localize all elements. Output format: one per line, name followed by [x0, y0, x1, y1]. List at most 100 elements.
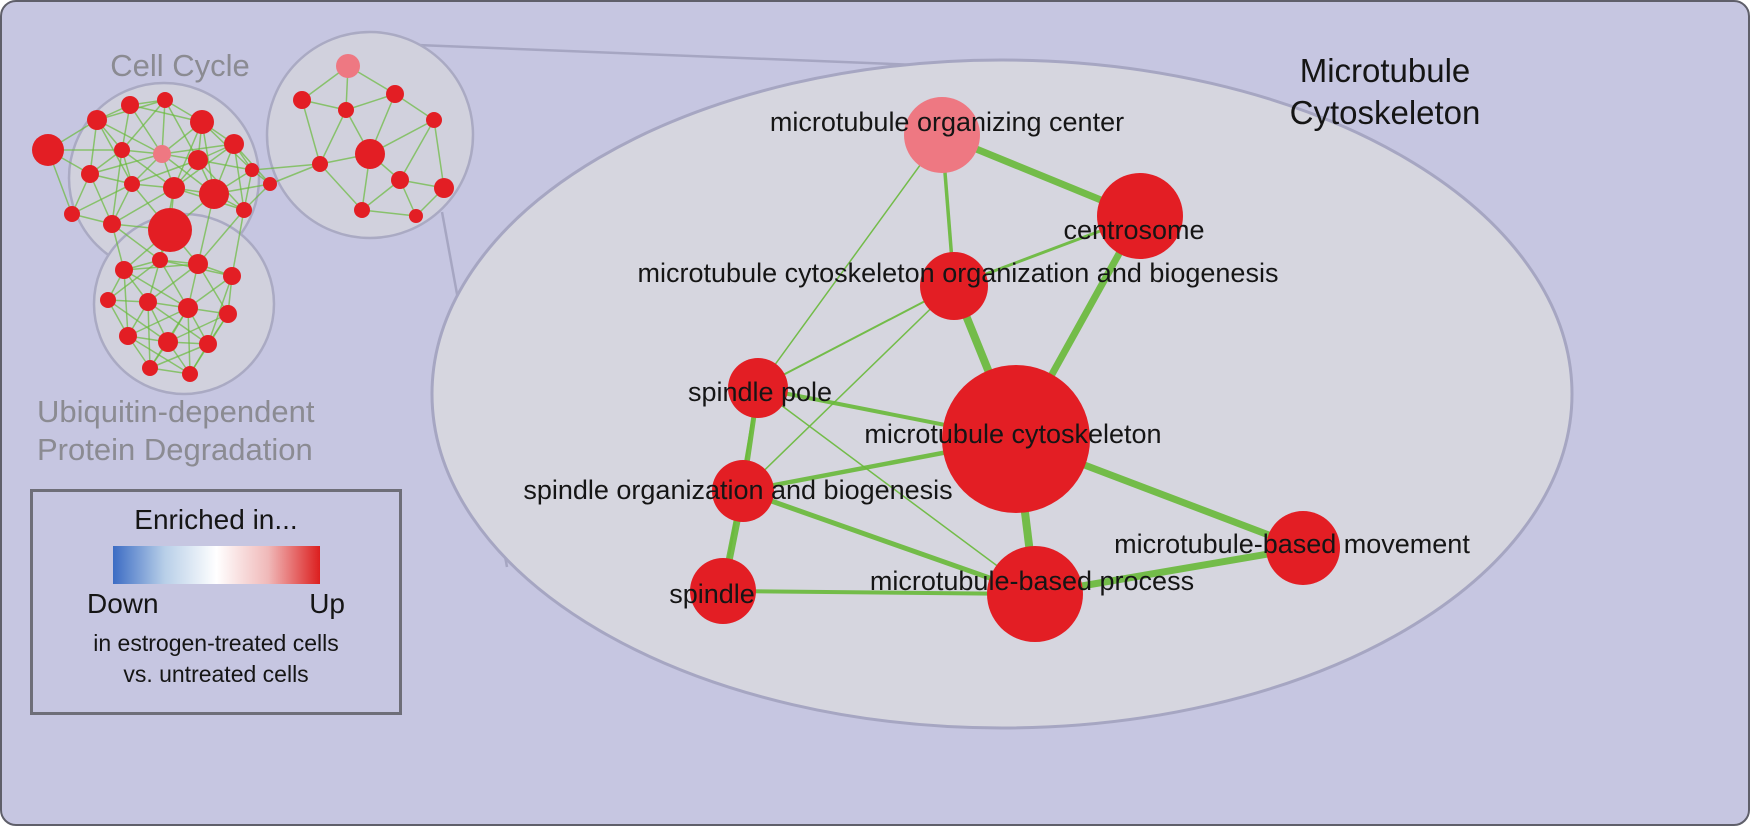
overview-edge: [361, 209, 417, 217]
overview-node: [148, 208, 192, 252]
overview-node: [163, 177, 185, 199]
network-edge-spindle-proc: [722, 589, 1036, 596]
overview-node: [199, 335, 217, 353]
network-edge-org-pole: [757, 285, 955, 389]
zoom-title-line1: Microtubule: [1300, 52, 1471, 89]
overview-node: [199, 179, 229, 209]
overview-node: [391, 171, 409, 189]
network-node-label-moc: microtubule organizing center: [770, 107, 1124, 137]
network-node-org: [920, 252, 988, 320]
overview-node: [158, 332, 178, 352]
overview-node: [224, 134, 244, 154]
overview-edge: [399, 119, 435, 181]
overview-edge: [129, 104, 203, 123]
cluster-label-ubiquitin-line2: Protein Degradation: [37, 432, 313, 467]
overview-edge: [301, 99, 321, 165]
overview-node: [434, 178, 454, 198]
network-node-sporg: [712, 460, 774, 522]
overview-edge: [121, 99, 166, 151]
network-node-move: [1266, 511, 1340, 585]
network-node-centrosome: [1097, 173, 1183, 259]
overview-node: [236, 202, 252, 218]
overview-edge: [433, 119, 445, 189]
overview-node: [386, 85, 404, 103]
network-edge-org-sporg: [742, 285, 955, 492]
legend-subtitle-line2: vs. untreated cells: [123, 661, 309, 688]
overview-edge: [127, 307, 189, 337]
network-node-pole: [728, 358, 788, 418]
legend-down-label: Down: [87, 588, 159, 619]
overview-edge: [111, 187, 175, 225]
overview-edge: [161, 143, 235, 155]
network-node-label-pole: spindle pole: [688, 377, 832, 407]
overview-edge: [123, 269, 129, 337]
overview-node: [157, 92, 173, 108]
overview-node: [338, 102, 354, 118]
overview-node: [142, 360, 158, 376]
cluster-circle-microtubule: [265, 30, 475, 240]
legend-gradient-bar: [112, 546, 320, 584]
overview-node: [124, 176, 140, 192]
network-node-proc: [987, 546, 1083, 642]
overview-edge: [149, 343, 209, 369]
overview-edge: [269, 163, 321, 185]
overview-node: [100, 292, 116, 308]
legend-box: Enriched in... Down Up in estrogen-treat…: [30, 489, 402, 715]
zoom-network-labels: microtubule organizing center centrosome m…: [523, 107, 1470, 609]
network-node-label-cyto: microtubule cytoskeleton: [864, 419, 1161, 449]
overview-edge: [319, 163, 363, 211]
overview-node: [219, 305, 237, 323]
overview-edge: [197, 209, 245, 265]
legend-scale-row: Down Up: [87, 588, 345, 620]
overview-edge: [123, 269, 189, 309]
network-node-label-org: microtubule cytoskeleton organization an…: [638, 258, 1279, 288]
overview-node: [32, 134, 64, 166]
overview-edge: [89, 153, 163, 175]
overview-nodes: [32, 54, 454, 382]
overview-edge: [129, 104, 163, 155]
zoom-network-nodes: [690, 97, 1340, 642]
overview-node: [188, 254, 208, 274]
cluster-label-cell-cycle: Cell Cycle: [110, 48, 250, 83]
overview-node: [355, 139, 385, 169]
overview-edge: [187, 307, 191, 375]
overview-node: [152, 252, 168, 268]
overview-node: [263, 177, 277, 191]
overview-node: [223, 267, 241, 285]
overview-node: [426, 112, 442, 128]
overview-node: [336, 54, 360, 78]
overview-node: [188, 150, 208, 170]
overview-edge: [161, 99, 166, 155]
overview-node: [245, 163, 259, 177]
network-node-label-sporg: spindle organization and biogenesis: [523, 475, 952, 505]
overview-edge: [111, 149, 123, 225]
overview-edge: [251, 163, 321, 171]
overview-node: [409, 209, 423, 223]
overview-edge: [231, 209, 245, 277]
overview-node: [115, 261, 133, 279]
network-node-label-proc: microtubule-based process: [870, 566, 1194, 596]
overview-edge: [147, 301, 151, 369]
cluster-label-ubiquitin-line1: Ubiquitin-dependent: [37, 394, 315, 429]
network-node-spindle: [690, 558, 756, 624]
overview-node: [354, 202, 370, 218]
network-edge-sporg-proc: [742, 488, 1036, 597]
zoom-title-line2: Cytoskeleton: [1290, 94, 1481, 131]
legend-title: Enriched in...: [134, 504, 298, 535]
overview-edge: [96, 119, 163, 155]
overview-edge: [131, 159, 199, 185]
overview-node: [87, 110, 107, 130]
network-node-label-centrosome: centrosome: [1063, 215, 1204, 245]
overview-node: [64, 206, 80, 222]
overview-node: [103, 215, 121, 233]
overview-edge: [107, 299, 169, 343]
legend-subtitle-line1: in estrogen-treated cells: [93, 630, 339, 656]
zoom-connector-line: [391, 42, 993, 70]
overview-edge: [111, 223, 161, 261]
network-edge-pole-proc: [757, 387, 1036, 595]
network-node-moc: [904, 97, 980, 173]
overview-node: [153, 145, 171, 163]
overview-node: [114, 142, 130, 158]
